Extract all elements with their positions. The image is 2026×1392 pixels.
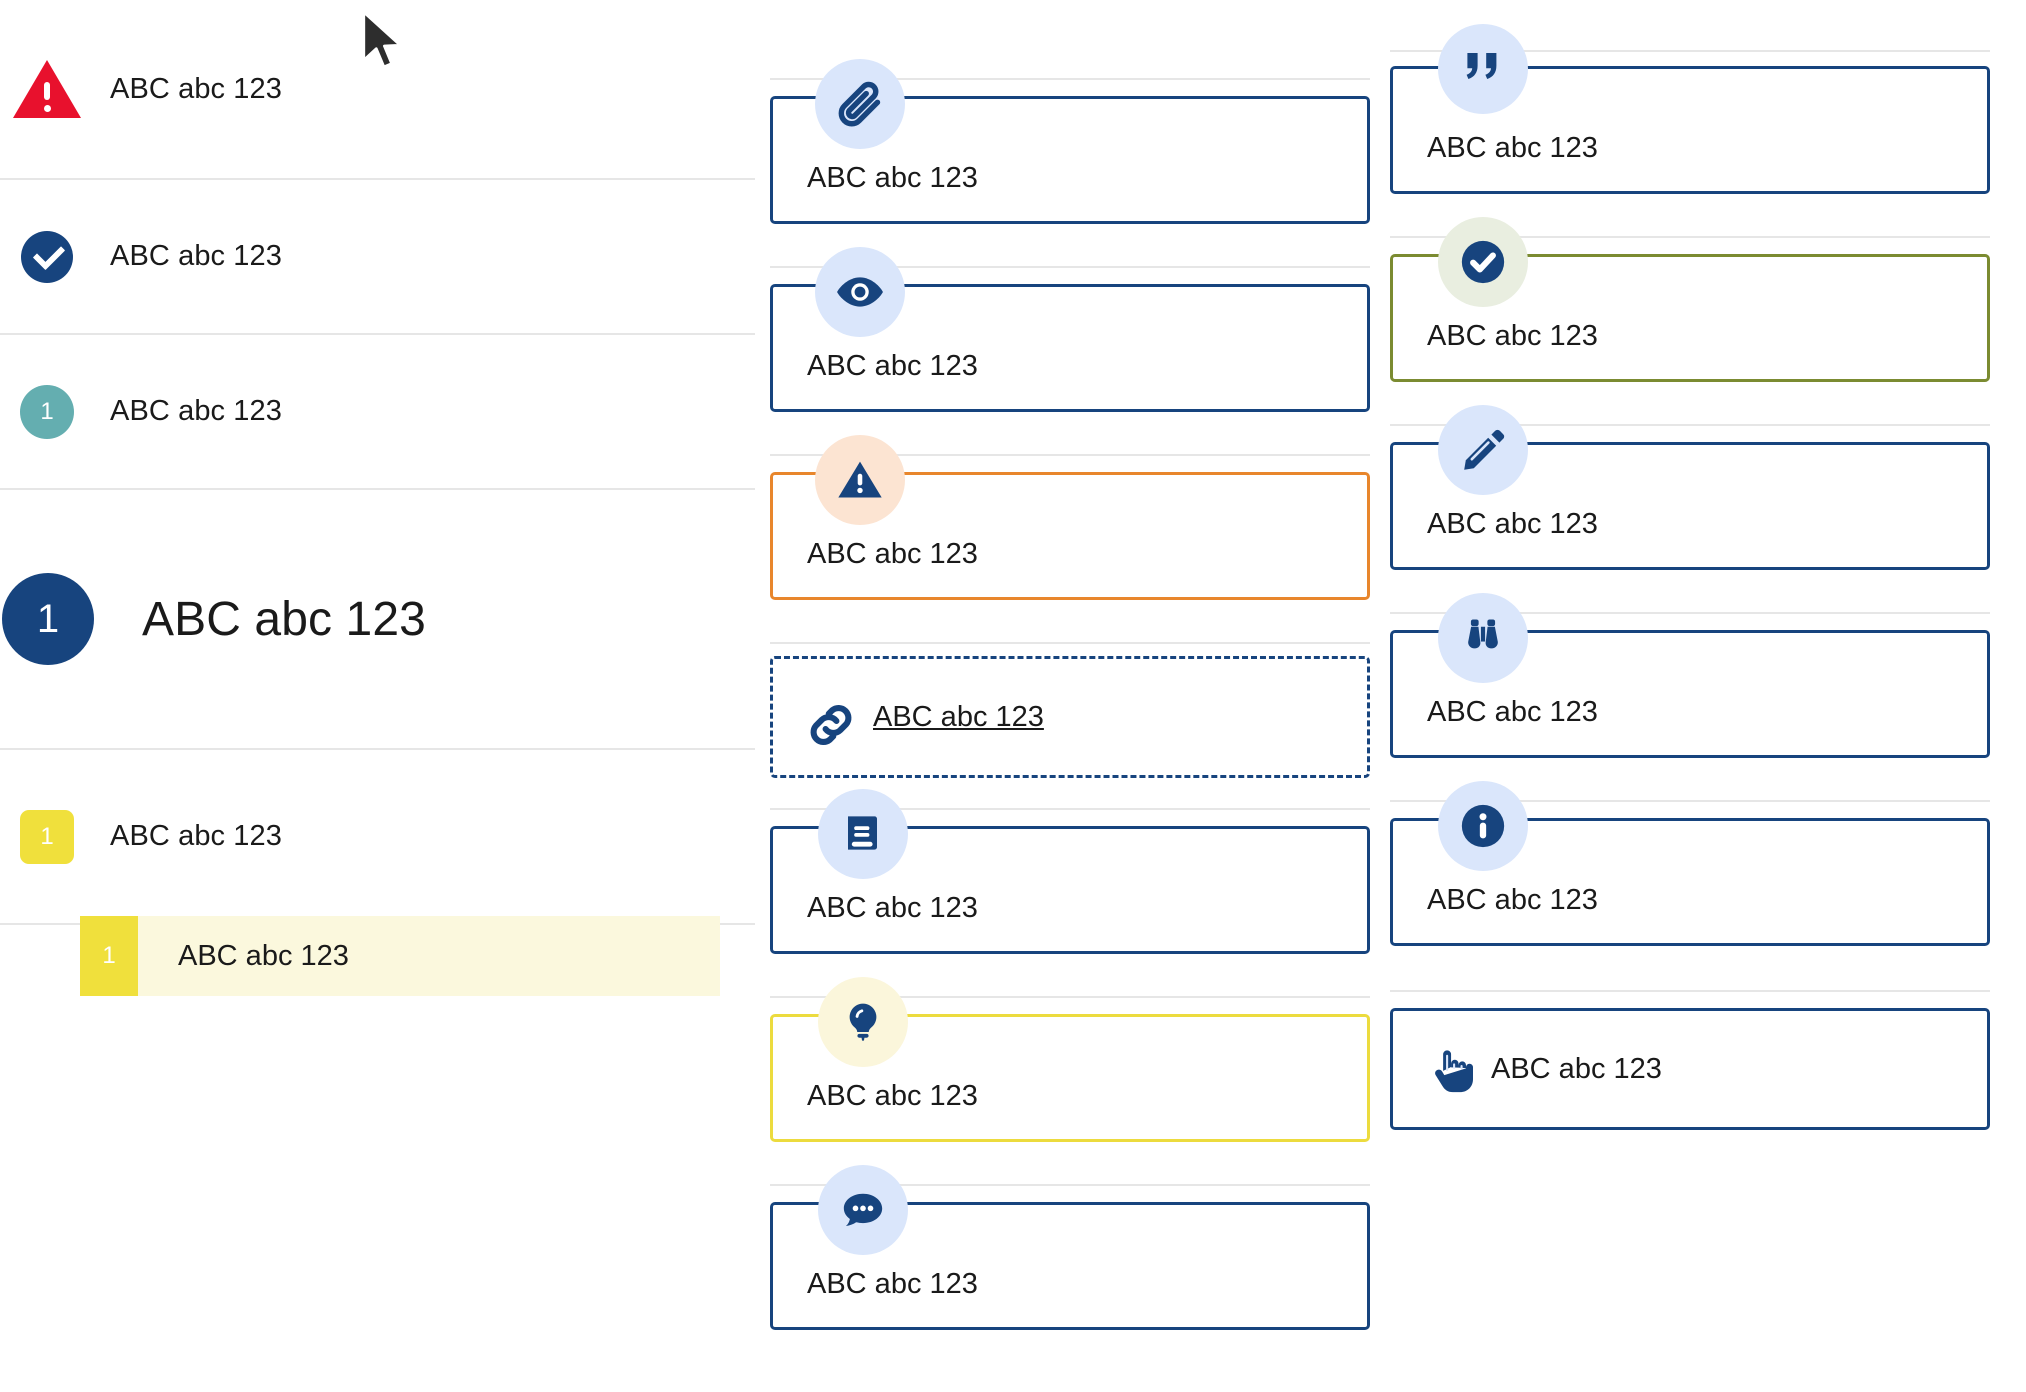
- sidebar-item-label: ABC abc 123: [110, 820, 282, 852]
- divider: [770, 78, 1370, 80]
- sidebar-item-highlighted[interactable]: 1 ABC abc 123: [80, 916, 720, 996]
- divider: [1390, 236, 1990, 238]
- book-icon: [818, 789, 908, 879]
- middle-card-link[interactable]: ABC abc 123: [770, 656, 1370, 778]
- right-column: ABC abc 123 ABC abc 123: [1390, 0, 1990, 1148]
- number-badge-icon: 1: [0, 573, 114, 665]
- card-label: ABC abc 123: [807, 162, 978, 194]
- card-link-label[interactable]: ABC abc 123: [873, 700, 1044, 733]
- speech-bubble-icon: [818, 1165, 908, 1255]
- card-label: ABC abc 123: [807, 892, 978, 924]
- pencil-icon: [1438, 405, 1528, 495]
- sidebar: ABC abc 123 ABC abc 123 1 ABC abc 123 1 …: [0, 0, 755, 1392]
- card-slot: ABC abc 123: [1390, 593, 1990, 788]
- card-slot: ABC abc 123: [1390, 24, 1990, 224]
- sidebar-item-large-number[interactable]: 1 ABC abc 123: [0, 490, 755, 750]
- eye-icon: [815, 247, 905, 337]
- card-slot: ABC abc 123: [1390, 217, 1990, 412]
- info-circle-icon: [1438, 781, 1528, 871]
- sidebar-item-label: ABC abc 123: [110, 395, 282, 427]
- divider: [1390, 990, 1990, 992]
- hand-pointer-icon: [1424, 1042, 1480, 1103]
- sidebar-item-label: ABC abc 123: [178, 939, 349, 972]
- card-label: ABC abc 123: [807, 350, 978, 382]
- card-label: ABC abc 123: [1427, 508, 1598, 540]
- warning-triangle-icon: [815, 435, 905, 525]
- mouse-pointer-icon: [362, 10, 402, 69]
- right-card-binoculars[interactable]: ABC abc 123: [1390, 630, 1990, 758]
- divider: [770, 266, 1370, 268]
- card-label: ABC abc 123: [807, 1080, 978, 1112]
- right-card-hand[interactable]: ABC abc 123: [1390, 1008, 1990, 1130]
- divider: [1390, 50, 1990, 52]
- link-chain-icon: [804, 698, 858, 757]
- card-label: ABC abc 123: [807, 1268, 978, 1300]
- card-label: ABC abc 123: [1427, 884, 1598, 916]
- divider: [1390, 800, 1990, 802]
- divider: [770, 454, 1370, 456]
- middle-column: ABC abc 123 ABC abc 123: [770, 0, 1370, 1360]
- number-badge-text: 1: [20, 384, 74, 439]
- middle-card-paperclip[interactable]: ABC abc 123: [770, 96, 1370, 224]
- warning-triangle-icon: [0, 60, 94, 118]
- card-slot: ABC abc 123: [770, 656, 1370, 796]
- number-badge-icon: 1: [0, 809, 94, 864]
- divider: [770, 808, 1370, 810]
- sidebar-item-label: ABC abc 123: [110, 240, 282, 272]
- sidebar-item-yellow-number[interactable]: 1 ABC abc 123: [0, 750, 755, 925]
- sidebar-item-label: ABC abc 123: [142, 592, 426, 646]
- quote-marks-icon: [1438, 24, 1528, 114]
- check-circle-icon: [0, 230, 94, 283]
- sidebar-item-check[interactable]: ABC abc 123: [0, 180, 755, 335]
- card-label: ABC abc 123: [1491, 1052, 1662, 1085]
- binoculars-icon: [1438, 593, 1528, 683]
- number-badge-text: 1: [2, 573, 94, 665]
- card-label: ABC abc 123: [807, 538, 978, 570]
- divider: [1390, 424, 1990, 426]
- divider: [770, 642, 1370, 644]
- check-circle-icon: [1438, 217, 1528, 307]
- number-badge-icon: 1: [0, 384, 94, 439]
- card-label: ABC abc 123: [1427, 320, 1598, 352]
- card-slot: ABC abc 123: [1390, 781, 1990, 976]
- card-label: ABC abc 123: [1427, 132, 1598, 164]
- middle-card-lightbulb[interactable]: ABC abc 123: [770, 1014, 1370, 1142]
- sidebar-item-warning[interactable]: ABC abc 123: [0, 0, 755, 180]
- card-slot: ABC abc 123: [770, 59, 1370, 254]
- paperclip-icon: [815, 59, 905, 149]
- number-badge-text: 1: [20, 809, 74, 864]
- divider: [770, 1184, 1370, 1186]
- sidebar-item-label: ABC abc 123: [110, 72, 282, 105]
- lightbulb-icon: [818, 977, 908, 1067]
- sidebar-item-teal-number[interactable]: 1 ABC abc 123: [0, 335, 755, 490]
- card-label: ABC abc 123: [1427, 696, 1598, 728]
- divider: [770, 996, 1370, 998]
- card-slot: ABC abc 123: [770, 977, 1370, 1172]
- divider: [1390, 612, 1990, 614]
- card-slot: ABC abc 123: [770, 247, 1370, 442]
- card-slot: ABC abc 123: [770, 435, 1370, 630]
- number-badge-text: 1: [80, 916, 138, 996]
- card-slot: ABC abc 123: [1390, 405, 1990, 600]
- card-slot: ABC abc 123: [770, 789, 1370, 984]
- card-slot: ABC abc 123: [770, 1165, 1370, 1360]
- card-slot: ABC abc 123: [1390, 1008, 1990, 1148]
